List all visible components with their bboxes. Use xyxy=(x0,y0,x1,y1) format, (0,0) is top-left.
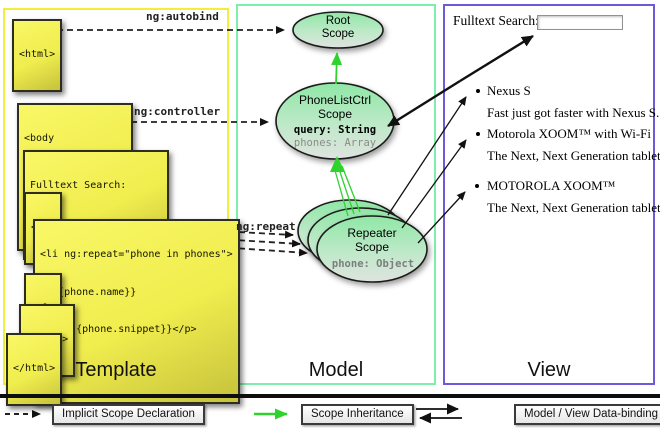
view-item-snippet: The Next, Next Generation tablet. xyxy=(487,148,660,163)
ctrl-to-root-arrow xyxy=(331,52,343,85)
code-line: {{phone.name}} xyxy=(40,286,137,298)
repeater-scope-line1: Repeater xyxy=(347,226,397,240)
view-item-snippet: Fast just got faster with Nexus S. xyxy=(487,105,660,120)
ctrl-scope-line2: Scope xyxy=(317,107,353,121)
view-panel-label: View xyxy=(527,359,571,381)
scope-ellipses xyxy=(275,11,428,283)
bullet-icon xyxy=(476,132,480,136)
ctrl-scope-line1: PhoneListCtrl xyxy=(298,93,372,107)
repeater-to-ctrl-line-2 xyxy=(337,165,355,215)
repeater-scope-label: Repeater Scope xyxy=(314,226,430,254)
root-scope-ellipse xyxy=(292,11,384,49)
view-item-name: MOTOROLA XOOM™ xyxy=(487,178,616,193)
repeater-to-item1-arrow xyxy=(387,96,467,216)
phone-property: phone: Object xyxy=(331,258,415,270)
legend-data-binding-label: Model / View Data-binding xyxy=(514,404,660,425)
view-item-name: Nexus S xyxy=(487,83,531,98)
model-panel-label: Model xyxy=(308,359,364,381)
view-panel xyxy=(443,4,655,385)
root-scope-line1: Root xyxy=(325,15,351,27)
input-to-query-arrow xyxy=(387,79,461,128)
view-item-name: Motorola XOOM™ with Wi-Fi xyxy=(487,126,652,141)
query-to-input-arrow xyxy=(459,34,534,83)
legend-implicit-scope-label: Implicit Scope Declaration xyxy=(52,404,205,425)
root-scope-label: Root Scope xyxy=(288,15,388,41)
code-html-close: </html> xyxy=(6,333,63,406)
code-html-open: <html> xyxy=(12,19,63,92)
repeater-to-ctrl-line-3 xyxy=(341,165,361,213)
code-line: <li ng:repeat="phone in phones"> xyxy=(40,249,233,260)
code-line: </html> xyxy=(13,363,56,374)
view-item-snippet: The Next, Next Generation tablet. xyxy=(487,200,660,215)
repeater-to-ctrl-arrowhead xyxy=(330,156,345,172)
legend-separator xyxy=(0,394,660,398)
code-line: <html> xyxy=(19,49,56,60)
model-panel xyxy=(236,4,436,385)
ng-controller-label: ng:controller xyxy=(134,105,221,118)
bullet-icon xyxy=(476,89,480,93)
query-property: query: String xyxy=(293,124,377,136)
code-line: <p>{{phone.snippet}}</p> xyxy=(40,324,197,335)
repeater-to-item2-arrow xyxy=(401,139,467,229)
phones-property: phones: Array xyxy=(293,137,377,149)
phonelistctrl-scope-label: PhoneListCtrl Scope xyxy=(275,93,395,121)
phonelistctrl-scope-props: query: String phones: Array xyxy=(275,124,395,150)
code-line: Fulltext Search: xyxy=(30,180,127,191)
code-line: <body xyxy=(24,133,55,144)
legend-arrows xyxy=(5,403,462,424)
fulltext-search-label: Fulltext Search: xyxy=(453,13,539,28)
scope-inheritance-arrows xyxy=(330,52,361,217)
repeater-to-ctrl-line-1 xyxy=(333,166,349,217)
data-binding-arrows xyxy=(387,34,534,244)
repeater-scope-ellipse-front xyxy=(316,215,428,283)
ng-autobind-label: ng:autobind xyxy=(146,10,219,23)
root-scope-line2: Scope xyxy=(321,28,355,40)
ng-repeat-label: ng:repeat xyxy=(236,220,296,233)
template-panel-label: Template xyxy=(75,359,157,381)
repeater-to-item3-arrow xyxy=(417,191,466,244)
bullet-icon xyxy=(475,184,479,188)
repeater-scope-props: phone: Object xyxy=(313,258,433,271)
fulltext-search-input[interactable] xyxy=(537,15,623,30)
repeater-scope-line2: Scope xyxy=(354,240,390,254)
legend-scope-inheritance-label: Scope Inheritance xyxy=(301,404,414,425)
